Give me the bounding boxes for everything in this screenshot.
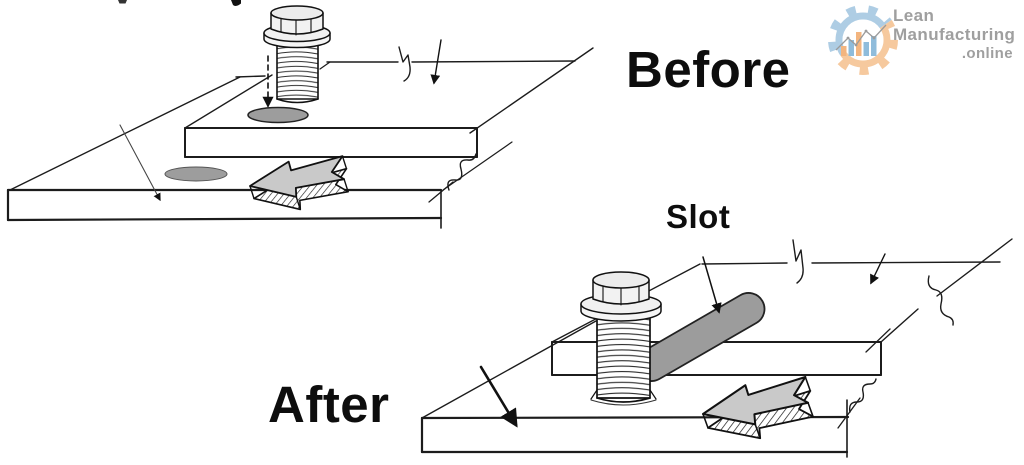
hole-upper-plate [247,106,309,124]
gear-teeth-orange [828,5,898,75]
before-slide-block-arrow [249,155,349,211]
slide-direction-arrow [479,365,518,428]
before-label: Before [626,41,791,98]
logo-text-manufacturing: Manufacturing [893,25,1016,44]
trend-dots [846,29,876,47]
before-upper-plate [184,46,594,158]
break-symbol [927,275,954,326]
break-symbol [447,153,477,191]
after-label: After [268,376,390,433]
trend-line [835,24,887,51]
down-arrow [430,39,442,85]
after-slide-block-arrow [701,375,814,440]
before-bolt [263,5,331,104]
plate-pointer-arrow [119,124,161,202]
logo-text-online: .online [961,45,1013,62]
bar-chart-icon [835,24,887,56]
down-arrow [870,253,886,285]
cropped-text-marks [118,0,241,6]
before-figure [6,5,594,229]
break-symbol [398,46,411,82]
slot-pointer-arrow [702,256,722,314]
before-lower-plate [6,76,513,229]
gear-icon [828,5,898,75]
break-symbol [848,378,877,413]
hole-lower-plate [164,166,228,182]
break-symbol [792,239,804,284]
logo-text-lean: Lean [893,6,935,25]
slot-label: Slot [666,198,731,235]
after-bolt [580,271,662,406]
after-figure [420,238,1013,458]
